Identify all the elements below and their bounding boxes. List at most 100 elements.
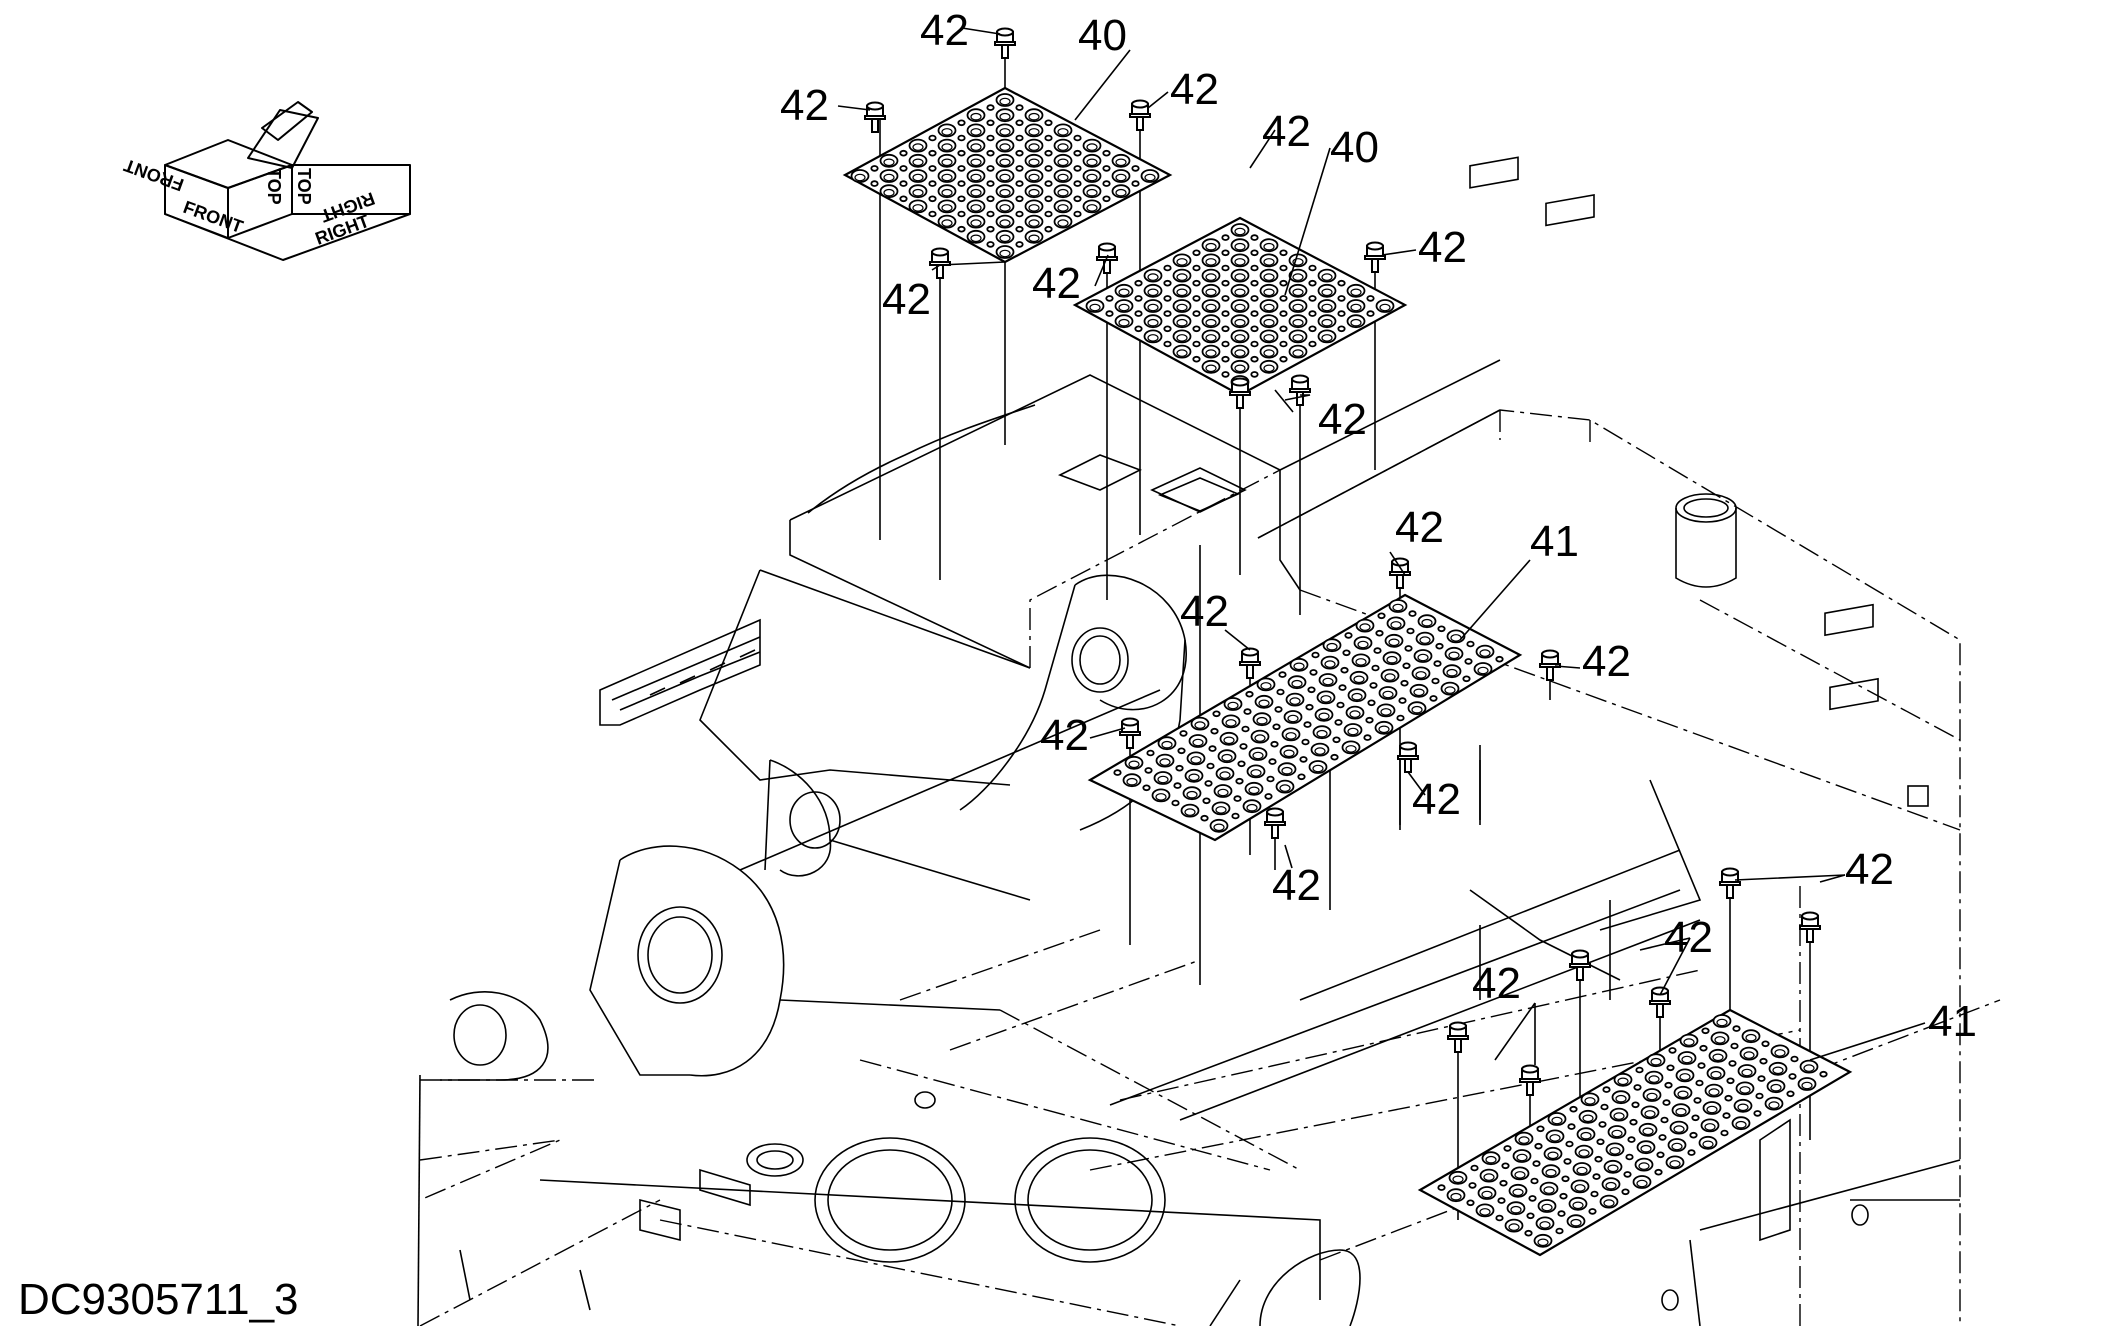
plate-hole [1656,1151,1665,1159]
plate-hole [1175,764,1184,772]
plate-hole [1621,1188,1630,1196]
plate-dimple-inner [1292,349,1304,357]
plate-dimple-inner [970,234,982,243]
plate-dimple-inner [1057,173,1069,182]
plate-hole [1366,295,1375,302]
plate-hole [1433,660,1442,667]
plate-dimple-inner [1234,242,1246,251]
plate-dimple-inner [1417,653,1429,662]
plate-dimple-inner [1176,273,1188,281]
plate-hole [1250,310,1259,317]
plate-dimple-inner [1184,808,1196,816]
plate-hole [1534,1142,1543,1150]
plate-dimple-inner [1570,1218,1582,1227]
plate-hole [1501,1162,1510,1170]
plate-hole [1658,1134,1667,1141]
plate-dimple-inner [1292,334,1304,342]
plate-hole [1666,1064,1675,1072]
plate-dimple-inner [1650,1057,1662,1066]
plate-hole [1367,699,1376,707]
plate-dimple-inner [1384,673,1396,681]
plate-dimple-inner [1176,334,1188,342]
plate-dimple-inner [1057,128,1069,136]
plate-hole [928,210,937,218]
plate-hole [1173,782,1182,789]
plate-hole [1759,1057,1768,1065]
plate-hole [1337,310,1346,317]
plate-hole [1279,310,1288,317]
plate-hole [1221,371,1230,378]
plate-dimple-inner [912,173,924,182]
plate-dimple-inner [1192,738,1204,747]
plate-hole [1330,753,1339,761]
plate-hole [1206,762,1215,770]
bolt [1799,911,1821,943]
plate-dimple-inner [1350,303,1362,312]
plate-dimple-inner [1279,784,1291,792]
plate-hole [1337,279,1346,287]
plate-hole [1221,325,1230,333]
plate-dimple-inner [1126,777,1138,786]
plate-hole [986,104,995,111]
bolt [1229,377,1251,409]
plate-dimple-inner [1147,273,1159,281]
plate-hole [1131,180,1140,187]
plate-hole [1208,745,1217,752]
plate-dimple-inner [1510,1205,1522,1214]
plate-hole [1200,814,1209,822]
plate-hole [1250,355,1259,363]
bolt [1649,986,1671,1018]
plate-dimple-inner [1452,1175,1464,1184]
plate-hole [1015,104,1024,111]
plate-hole [1569,1105,1578,1113]
plate-dimple-inner [1234,318,1246,327]
plate-hole [1044,149,1053,157]
plate-dimple-inner [1147,288,1159,297]
orientation-label-top-2: TOP [294,168,314,205]
plate-hole [1732,1025,1741,1032]
plate-hole [1530,1177,1539,1185]
plate-hole [1044,119,1053,127]
plate-dimple-inner [1483,1173,1495,1181]
plate-dimple-inner [970,173,982,182]
plate-dimple-inner [1234,349,1246,357]
plate-dimple-inner [1479,649,1491,657]
plate-dimple-inner [1215,806,1227,814]
plate-hole [1664,1081,1673,1089]
plate-dimple-inner [883,188,895,197]
plate-hole [1015,180,1024,187]
plate-hole [1431,677,1440,685]
plate-hole [1102,180,1111,187]
plate-dimple-inner [1448,651,1460,660]
plate-dimple-inner [1161,740,1173,749]
plate-dimple-inner [1321,334,1333,342]
plate-dimple-inner [1205,364,1217,373]
plate-hole [1233,795,1242,802]
plate-hole [957,165,966,172]
plate-hole [1192,295,1201,302]
plate-hole [1270,740,1279,748]
plate-dimple-inner [1252,751,1264,760]
plate-hole [1528,1195,1537,1202]
plate-dimple-inner [1351,692,1363,701]
plate-dimple-inner [1739,1086,1751,1094]
plate-hole [1279,264,1288,272]
plate-dimple-inner [1086,188,1098,197]
plate-dimple-inner [1485,1155,1497,1164]
bolt [1289,374,1311,406]
plate-hole [986,119,995,127]
plate-dimple-inner [941,204,953,212]
plate-dimple-inner [1774,1049,1786,1057]
plate-dimple-inner [1543,1186,1555,1194]
bolt [1397,741,1419,773]
plate-hole [1594,1155,1603,1163]
plate-dimple-inner [1263,303,1275,312]
plate-hole [1435,642,1444,650]
plate-hole [1337,295,1346,302]
plate-hole [1163,310,1172,317]
plate-hole [1625,1153,1634,1161]
plate-dimple-inner [1613,1112,1625,1120]
callout-42: 42 [1032,259,1081,308]
plate-hole [1264,793,1273,800]
plate-dimple-inner [1710,1070,1722,1079]
